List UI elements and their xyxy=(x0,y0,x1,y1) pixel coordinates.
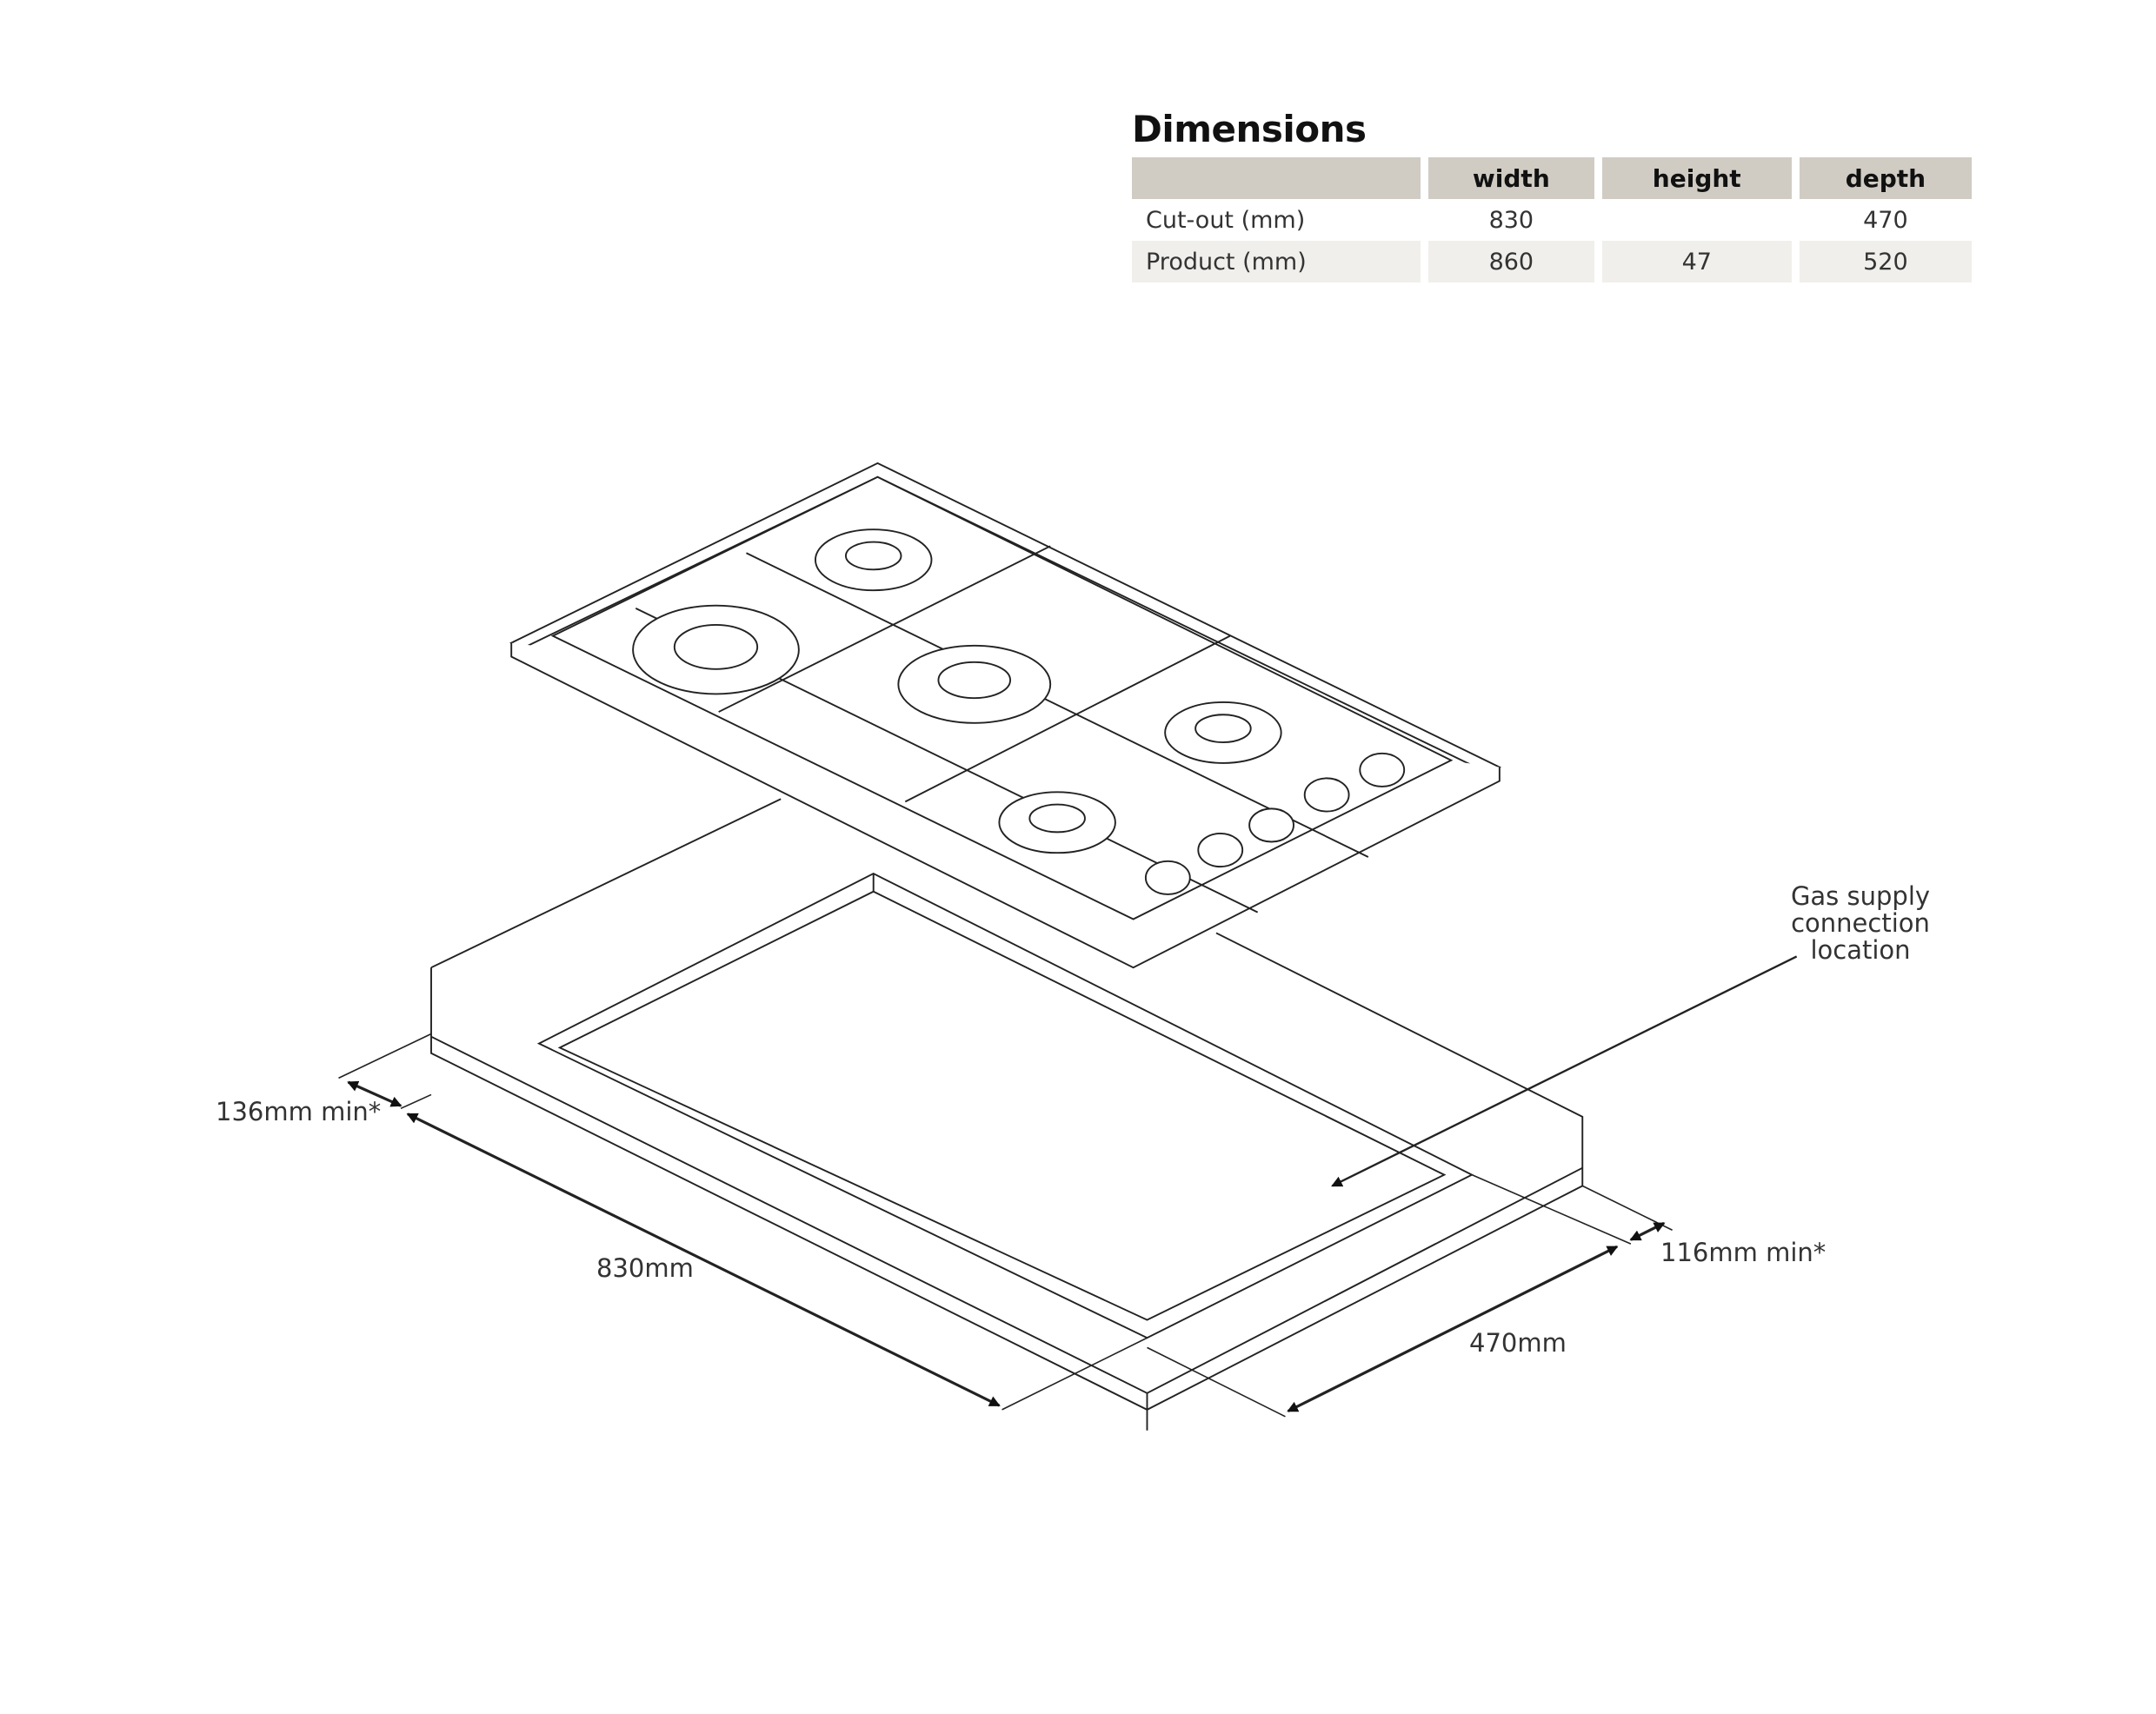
gas-label-line: connection xyxy=(1791,908,1930,938)
gas-label-line: location xyxy=(1810,935,1911,965)
width-label: 830mm xyxy=(596,1253,694,1283)
cell-width: 860 xyxy=(1428,241,1594,282)
cell-height: 47 xyxy=(1601,241,1792,282)
cell-depth: 520 xyxy=(1799,241,1972,282)
cell-depth: 470 xyxy=(1863,206,1908,234)
dimensions-title: Dimensions xyxy=(1132,108,1367,150)
header-blank xyxy=(1132,157,1421,199)
control-knobs xyxy=(1144,752,1406,895)
row-label: Product (mm) xyxy=(1132,241,1421,282)
depth-label: 470mm xyxy=(1469,1328,1567,1358)
dimensions-table: width height depth Cut-out (mm) 830 470 … xyxy=(1124,157,1980,282)
table-row: Product (mm) 860 47 520 xyxy=(1132,241,1972,282)
header-width: width xyxy=(1428,157,1594,199)
table-header-row: width height depth xyxy=(1132,157,1972,199)
dimension-lines xyxy=(338,955,1798,1418)
rear-clearance-label: 136mm min* xyxy=(216,1097,382,1126)
header-height: height xyxy=(1601,157,1792,199)
gas-hob xyxy=(509,462,1502,969)
cell-width: 830 xyxy=(1488,206,1534,234)
side-clearance-label: 116mm min* xyxy=(1660,1238,1827,1267)
table-row: Cut-out (mm) 830 470 xyxy=(1132,199,1972,241)
gas-supply-label: Gas supply connection location xyxy=(1739,883,1982,964)
row-label: Cut-out (mm) xyxy=(1146,206,1306,234)
gas-label-line: Gas supply xyxy=(1790,881,1931,911)
header-depth: depth xyxy=(1799,157,1972,199)
